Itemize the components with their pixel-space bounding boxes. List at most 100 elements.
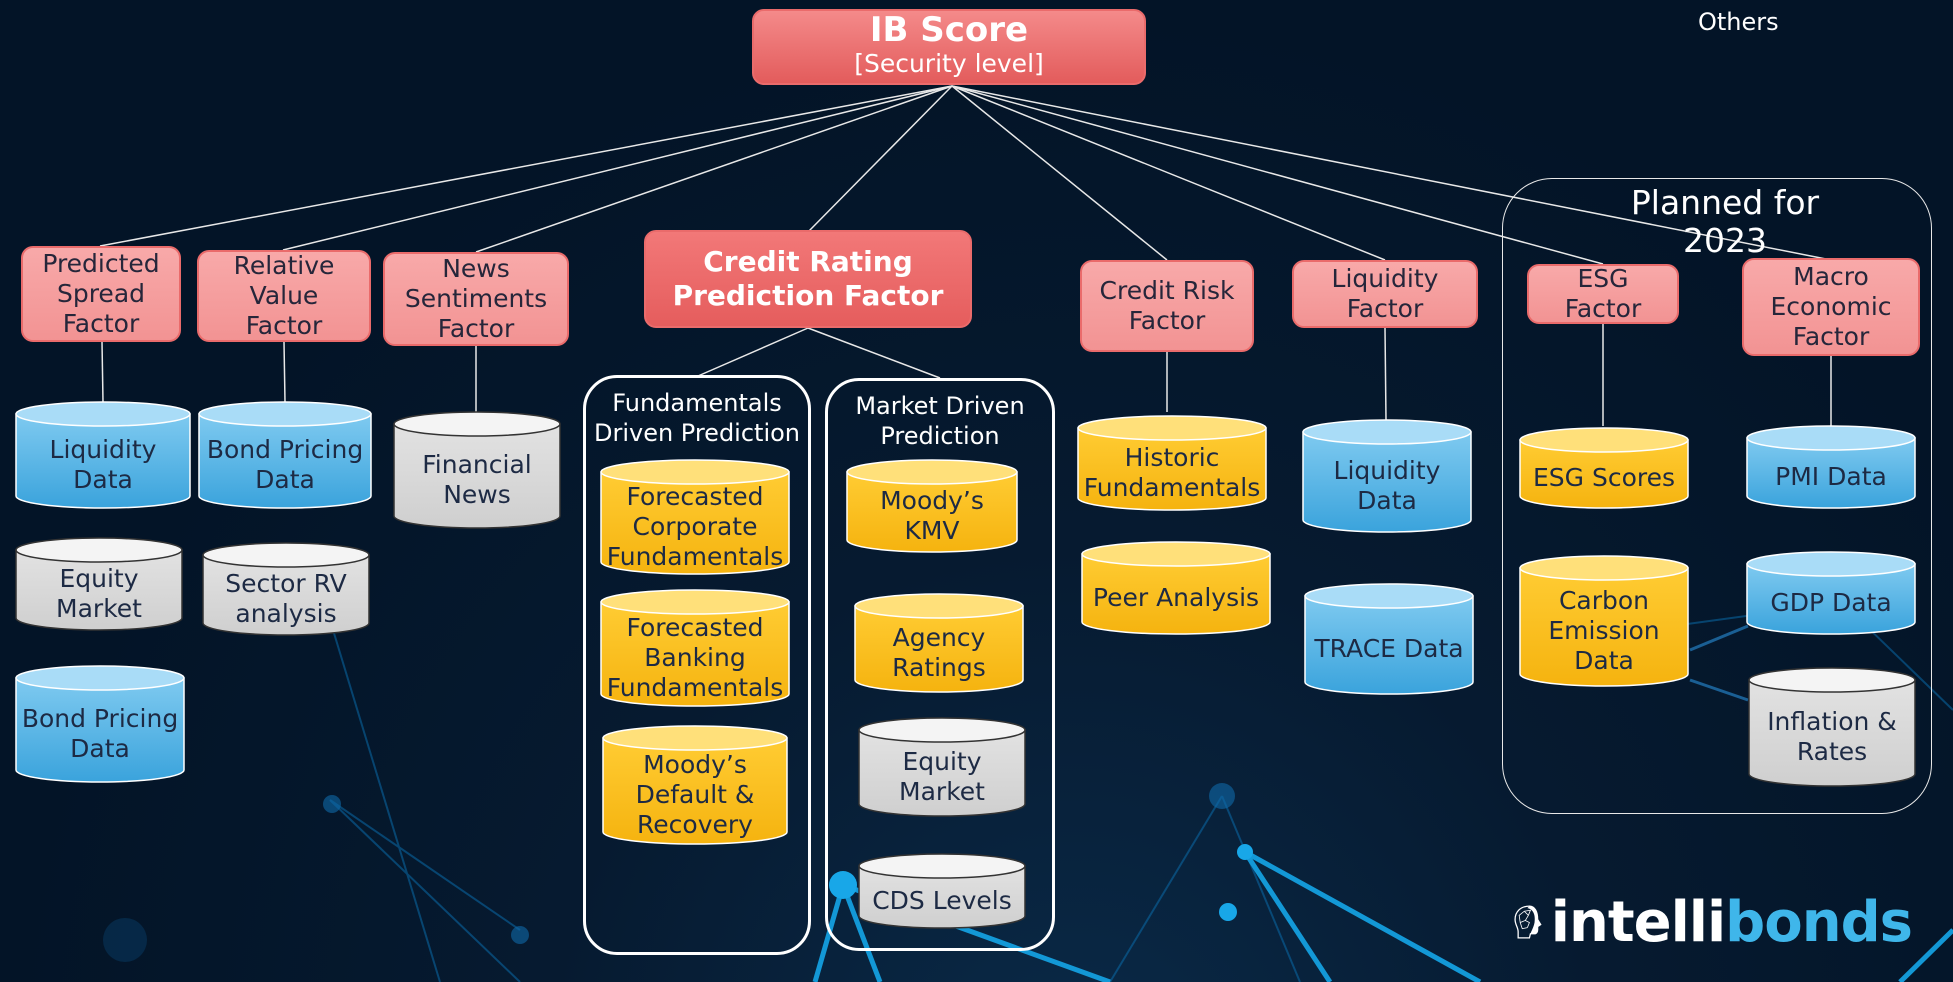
cylinder-shape	[846, 459, 1018, 553]
cylinder-label: Bond Pricing Data	[206, 435, 364, 494]
cylinder-label: Bond Pricing Data	[21, 704, 179, 763]
cylinder-label: Moody’s KMV	[880, 486, 984, 545]
cylinder-label: ESG Scores	[1532, 463, 1676, 492]
cylinder-peer-analysis: Peer Analysis	[1080, 540, 1272, 636]
cylinder-top	[1748, 667, 1916, 693]
cylinder-shape	[1304, 583, 1474, 695]
cylinder-shape	[1081, 541, 1271, 635]
cylinder-body	[858, 865, 1026, 929]
cylinder-label: Historic Fundamentals	[1083, 443, 1261, 502]
cylinder-label: Equity Market	[899, 747, 985, 806]
cylinder-label: Equity Market	[56, 564, 142, 623]
cylinder-body	[202, 554, 370, 636]
ib-score-subtitle: [Security level]	[854, 49, 1044, 78]
cylinder-shape	[858, 853, 1026, 929]
factor-relative-value: Relative Value Factor	[197, 250, 371, 342]
cylinder-body	[600, 601, 790, 707]
cylinder-top	[1746, 551, 1916, 577]
cylinder-shape	[1748, 667, 1916, 787]
cylinder-label: GDP Data	[1770, 588, 1892, 617]
cylinder-financial-news: Financial News	[392, 410, 562, 530]
cylinder-cds-levels: CDS Levels	[857, 852, 1027, 930]
cylinder-liquidity-data: Liquidity Data	[14, 400, 192, 510]
logo-wordmark: intellibonds	[1550, 889, 1913, 955]
factor-credit-rating: Credit Rating Prediction Factor	[644, 230, 972, 328]
cylinder-carbon-emission-data: Carbon Emission Data	[1518, 554, 1690, 688]
cylinder-top	[15, 537, 183, 563]
cylinder-shape	[854, 593, 1024, 693]
cylinder-label: Forecasted Corporate Fundamentals	[606, 482, 784, 571]
cylinder-label: Carbon Emission Data	[1548, 586, 1660, 675]
cylinder-top	[1302, 419, 1472, 445]
cylinder-shape	[600, 589, 790, 707]
cylinder-shape	[15, 401, 191, 509]
cylinder-shape	[858, 717, 1026, 817]
cylinder-liquidity-data: Liquidity Data	[1301, 418, 1473, 534]
cylinder-label: Forecasted Banking Fundamentals	[606, 613, 784, 702]
cylinder-shape	[393, 411, 561, 529]
cylinder-shape	[1519, 427, 1689, 509]
ib-score-box: IB Score [Security level]	[752, 9, 1146, 85]
cylinder-equity-market: Equity Market	[857, 716, 1027, 818]
market-group-label: Market Driven Prediction	[855, 392, 1025, 450]
cylinder-top	[198, 401, 372, 427]
cylinder-body	[15, 677, 185, 783]
intellibonds-logo: intellibonds	[1512, 884, 1913, 960]
logo-text-bonds: bonds	[1725, 889, 1913, 955]
cylinder-shape	[15, 537, 183, 631]
cylinder-shape	[1519, 555, 1689, 687]
factor-credit-risk: Credit Risk Factor	[1080, 260, 1254, 352]
planned-2023-label: Planned for 2023	[1630, 183, 1820, 260]
cylinder-top	[202, 542, 370, 568]
cylinder-forecasted-banking-fundamentals: Forecasted Banking Fundamentals	[599, 588, 791, 708]
cylinder-agency-ratings: Agency Ratings	[853, 592, 1025, 694]
others-label: Others	[1698, 8, 1779, 36]
cylinder-shape	[202, 542, 370, 636]
ib-score-title: IB Score	[869, 10, 1029, 50]
cylinder-shape	[15, 665, 185, 783]
cylinder-top	[602, 725, 788, 751]
logo-text-intelli: intelli	[1550, 889, 1726, 955]
cylinder-top	[1077, 415, 1267, 441]
cylinder-body	[846, 471, 1018, 553]
cylinder-top	[854, 593, 1024, 619]
cylinder-sector-rv-analysis: Sector RV analysis	[201, 541, 371, 637]
cylinder-label: Agency Ratings	[892, 623, 986, 682]
cylinder-body	[602, 737, 788, 845]
cylinder-label: Sector RV analysis	[225, 569, 347, 628]
cylinder-top	[858, 717, 1026, 743]
cylinder-shape	[600, 459, 790, 575]
cylinder-body	[854, 605, 1024, 693]
cylinder-body	[1746, 563, 1916, 635]
factor-predicted-spread: Predicted Spread Factor	[21, 246, 181, 342]
cylinder-moodys-default-recovery: Moody’s Default & Recovery	[601, 724, 789, 846]
cylinder-label: PMI Data	[1775, 462, 1887, 491]
cylinder-body	[1748, 679, 1916, 787]
cylinder-top	[1304, 583, 1474, 609]
planned-2023-region	[1502, 178, 1932, 814]
cylinder-top	[15, 665, 185, 691]
cylinder-top	[15, 401, 191, 427]
cylinder-body	[858, 729, 1026, 817]
cylinder-esg-scores: ESG Scores	[1518, 426, 1690, 510]
cylinder-body	[1077, 427, 1267, 511]
cylinder-gdp-data: GDP Data	[1745, 550, 1917, 636]
cylinder-historic-fundamentals: Historic Fundamentals	[1076, 414, 1268, 512]
factor-esg: ESG Factor	[1527, 264, 1679, 324]
factor-macro-economic: Macro Economic Factor	[1742, 258, 1920, 356]
cylinder-top	[600, 459, 790, 485]
cylinder-label: TRACE Data	[1314, 634, 1464, 663]
cylinder-label: Moody’s Default & Recovery	[635, 750, 755, 839]
cylinder-bond-pricing-data: Bond Pricing Data	[197, 400, 373, 510]
cylinder-forecasted-corporate-fundamentals: Forecasted Corporate Fundamentals	[599, 458, 791, 576]
cylinder-top	[858, 853, 1026, 879]
cylinder-body	[198, 413, 372, 509]
cylinder-label: Inflation & Rates	[1767, 707, 1897, 766]
fundamentals-group-label: Fundamentals Driven Prediction	[593, 389, 801, 447]
cylinder-top	[1519, 427, 1689, 453]
cylinder-body	[1302, 431, 1472, 533]
cylinder-top	[1081, 541, 1271, 567]
cylinder-shape	[1302, 419, 1472, 533]
cylinder-top	[846, 459, 1018, 485]
